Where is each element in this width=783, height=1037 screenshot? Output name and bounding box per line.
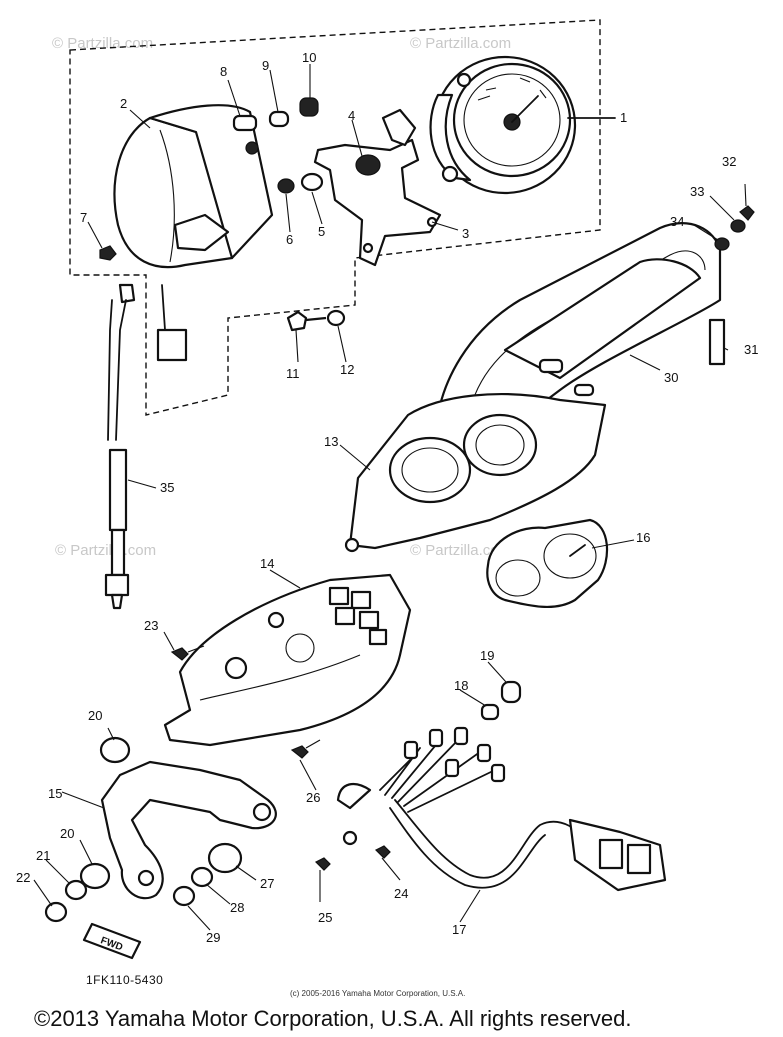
callout-3: 3 <box>462 226 469 241</box>
part-13-meter-case <box>344 393 607 553</box>
callout-6: 6 <box>286 232 293 247</box>
callout-35: 35 <box>160 480 174 495</box>
callout-1: 1 <box>620 110 627 125</box>
part-28-collar <box>190 866 214 888</box>
assembly-boundary-dashed <box>69 19 601 416</box>
callout-5: 5 <box>318 224 325 239</box>
part-17-wire-harness <box>314 726 667 892</box>
callout-labels: 1 2 3 4 5 6 7 8 9 10 11 12 13 14 15 16 1… <box>16 50 758 945</box>
callout-30: 30 <box>664 370 678 385</box>
callout-2: 2 <box>120 96 127 111</box>
callout-20-lower: 20 <box>60 826 74 841</box>
part-14-meter-base <box>163 573 412 747</box>
callout-7: 7 <box>80 210 87 225</box>
callout-11: 11 <box>286 366 300 381</box>
part-12-nut <box>326 309 346 327</box>
callout-18: 18 <box>454 678 468 693</box>
callout-4: 4 <box>348 108 355 123</box>
callout-9: 9 <box>262 58 269 73</box>
housing-wire-connector <box>156 328 188 362</box>
callout-19: 19 <box>480 648 494 663</box>
callout-23: 23 <box>144 618 158 633</box>
callout-22: 22 <box>16 870 30 885</box>
copyright-small: (c) 2005-2016 Yamaha Motor Corporation, … <box>290 989 465 998</box>
part-20-damper-upper <box>99 736 131 764</box>
part-29-nut <box>172 885 196 907</box>
part-16-gauge-face <box>486 518 609 609</box>
part-32-screw <box>739 205 755 221</box>
callout-20-upper: 20 <box>88 708 102 723</box>
part-15-bracket-stay <box>100 760 277 900</box>
part-33-washer <box>730 219 746 233</box>
callout-8: 8 <box>220 64 227 79</box>
callout-17: 17 <box>452 922 466 937</box>
callout-16: 16 <box>636 530 650 545</box>
part-6-grommet <box>277 178 295 194</box>
part-26-bolt <box>290 739 321 759</box>
callout-12: 12 <box>340 362 354 377</box>
watermark-mid-left: © Partzilla.com <box>55 542 156 559</box>
callout-14: 14 <box>260 556 274 571</box>
callout-10: 10 <box>302 50 316 65</box>
watermarks: © Partzilla.com © Partzilla.com © Partzi… <box>52 35 511 559</box>
part-23-bolt <box>170 645 205 661</box>
part-31-block <box>708 318 726 366</box>
callout-29: 29 <box>206 930 220 945</box>
watermark-top-left: © Partzilla.com <box>52 35 153 52</box>
watermark-top-mid: © Partzilla.com <box>410 35 511 52</box>
part-3-bracket <box>313 108 442 267</box>
callout-26: 26 <box>306 790 320 805</box>
part-34-nut <box>714 237 730 251</box>
part-22-nut <box>44 901 68 923</box>
callout-31: 31 <box>744 342 758 357</box>
watermark-mid-center: © Partzilla.com <box>410 542 511 559</box>
callout-21: 21 <box>36 848 50 863</box>
copyright-main: ©2013 Yamaha Motor Corporation, U.S.A. A… <box>34 1006 631 1031</box>
part-35-speedometer-cable <box>104 283 136 610</box>
part-19-bulb <box>500 680 522 704</box>
callout-34: 34 <box>670 214 684 229</box>
bulbs-8-9-10 <box>232 97 319 132</box>
part-4-damper <box>355 154 381 176</box>
part-21-collar <box>64 879 88 901</box>
part-7-screw <box>99 245 117 261</box>
part-5-washer <box>300 172 324 192</box>
part-18-bulb <box>480 703 500 721</box>
part-1-speedometer-unit <box>429 55 616 195</box>
callout-32: 32 <box>722 154 736 169</box>
callout-28: 28 <box>230 900 244 915</box>
part-11-bolt <box>286 310 327 332</box>
callout-27: 27 <box>260 876 274 891</box>
callout-15: 15 <box>48 786 62 801</box>
callout-13: 13 <box>324 434 338 449</box>
leader-lines <box>33 64 747 931</box>
callout-25: 25 <box>318 910 332 925</box>
callout-33: 33 <box>690 184 704 199</box>
diagram-code: 1FK110-5430 <box>86 973 163 987</box>
fwd-arrow: FWD <box>82 922 142 960</box>
part-20-damper-lower <box>79 862 111 890</box>
part-2-meter-housing <box>113 104 274 269</box>
part-27-damper <box>207 842 243 874</box>
callout-24: 24 <box>394 886 408 901</box>
